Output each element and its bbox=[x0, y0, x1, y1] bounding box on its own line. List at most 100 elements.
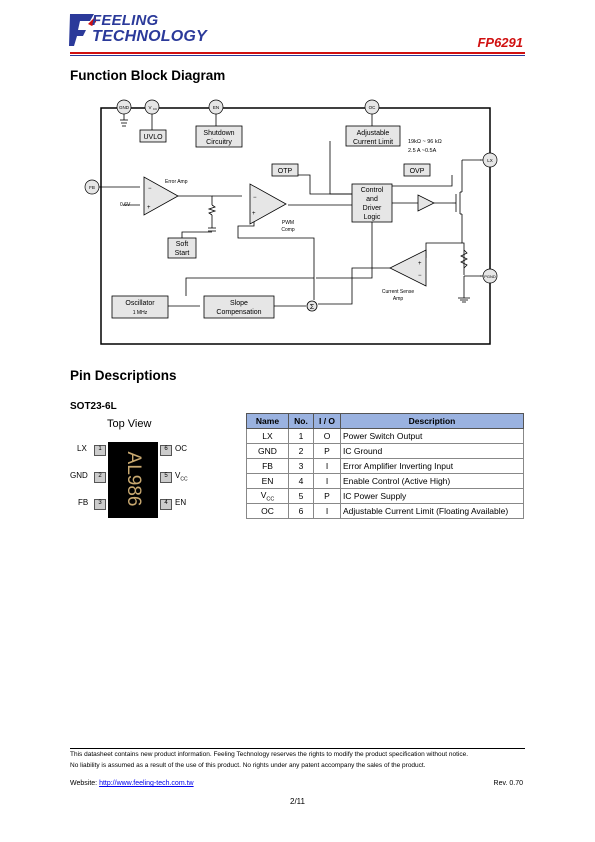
table-header-row: Name No. I / O Description bbox=[246, 413, 524, 429]
uvlo-label: UVLO bbox=[143, 134, 163, 141]
pin-number-6: 6 bbox=[160, 445, 172, 456]
cs-label-1: Current Sense bbox=[382, 289, 414, 295]
vref-label: 0.6V bbox=[120, 202, 131, 208]
oscillator-block bbox=[111, 295, 169, 319]
slope-label-1: Slope bbox=[230, 300, 248, 307]
range-label-2: 2.5 A ~0.5A bbox=[408, 148, 437, 154]
logo-line-1: FEELING bbox=[92, 12, 159, 29]
otp-label: OTP bbox=[278, 168, 293, 175]
pin-label-fb: FB bbox=[78, 498, 89, 507]
cell-name: FB bbox=[246, 458, 289, 474]
table-row: LX 1 O Power Switch Output bbox=[246, 428, 524, 444]
pin-number-4: 4 bbox=[160, 499, 172, 510]
cell-no: 1 bbox=[288, 428, 314, 444]
col-header-name: Name bbox=[246, 413, 289, 429]
error-amp-label: Error Amp bbox=[165, 179, 188, 185]
soft-start-label-1: Soft bbox=[176, 241, 189, 248]
cell-no: 5 bbox=[288, 488, 314, 504]
cell-description: Adjustable Current Limit (Floating Avail… bbox=[340, 503, 524, 519]
top-view-label: Top View bbox=[107, 418, 152, 430]
package-top-view: Top View AL986 LX 1 GND 2 FB 3 6 OC 5 VC… bbox=[68, 418, 198, 522]
slope-label-2: Compensation bbox=[216, 309, 261, 316]
pin-pgnd-label: PGND bbox=[484, 274, 496, 279]
header-rule-red bbox=[70, 52, 525, 54]
cell-name: GND bbox=[246, 443, 289, 459]
error-amp-symbol bbox=[143, 176, 179, 216]
function-block-diagram: GND V CC EN OC FB LX PGND UVLO Shutdown … bbox=[84, 99, 498, 345]
company-logo: FEELING TECHNOLOGY bbox=[68, 12, 228, 50]
cs-plus: + bbox=[418, 261, 422, 267]
ovp-label: OVP bbox=[410, 168, 425, 175]
section-title-block-diagram: Function Block Diagram bbox=[70, 68, 226, 83]
cell-io: I bbox=[313, 458, 341, 474]
cell-name-main: V bbox=[260, 489, 267, 500]
cell-io: O bbox=[313, 428, 341, 444]
pin-vcc-label: V bbox=[148, 105, 151, 110]
left-pin-2: GND 2 bbox=[68, 471, 108, 483]
pin-label-oc: OC bbox=[175, 444, 187, 453]
pin-number-3: 3 bbox=[94, 499, 106, 510]
footer-website: Website: http://www.feeling-tech.com.tw bbox=[70, 780, 194, 787]
pin-fb-label: FB bbox=[89, 185, 95, 190]
cell-name: OC bbox=[246, 503, 289, 519]
pin-label-vcc-sub: CC bbox=[180, 476, 188, 483]
soft-start-label-2: Start bbox=[175, 250, 190, 257]
cell-name-sub: CC bbox=[266, 496, 275, 503]
soft-start-block bbox=[167, 237, 197, 259]
package-body: AL986 bbox=[108, 442, 158, 518]
right-pin-6: 6 OC bbox=[158, 444, 198, 456]
cell-no: 4 bbox=[288, 473, 314, 489]
shutdown-label-1: Shutdown bbox=[203, 130, 234, 137]
cell-io: P bbox=[313, 488, 341, 504]
table-row: FB 3 I Error Amplifier Inverting Input bbox=[246, 458, 524, 474]
sense-resistor-symbol bbox=[460, 249, 468, 269]
pin-markers: GND V CC EN OC FB LX PGND bbox=[84, 99, 498, 284]
cell-no: 2 bbox=[288, 443, 314, 459]
pin-oc-label: OC bbox=[369, 105, 377, 110]
current-limit-label-1: Adjustable bbox=[357, 130, 390, 137]
cell-description: Enable Control (Active High) bbox=[340, 473, 524, 489]
shutdown-block bbox=[195, 125, 243, 148]
footer-notice-2: No liability is assumed as a result of t… bbox=[70, 762, 426, 769]
summing-node-symbol bbox=[306, 300, 318, 312]
left-pin-3: FB 3 bbox=[68, 498, 108, 510]
pwm-label-1: PWM bbox=[282, 220, 294, 226]
current-sense-amp-symbol bbox=[389, 249, 427, 287]
pin-gnd-marker bbox=[116, 99, 132, 115]
cell-description: Error Amplifier Inverting Input bbox=[340, 458, 524, 474]
divider-resistor-symbol bbox=[207, 204, 217, 216]
ovp-block bbox=[403, 163, 431, 177]
pin-en-marker bbox=[208, 99, 224, 115]
left-pin-1: LX 1 bbox=[68, 444, 108, 456]
control-label-1: Control bbox=[361, 187, 384, 194]
cell-name: EN bbox=[246, 473, 289, 489]
cell-description: IC Power Supply bbox=[340, 488, 524, 504]
logo-mark-icon bbox=[69, 14, 96, 46]
footer-notice-1: This datasheet contains new product info… bbox=[70, 751, 469, 758]
pin-number-2: 2 bbox=[94, 472, 106, 483]
range-label-1: 19kΩ ~ 96 kΩ bbox=[408, 139, 442, 145]
pin-label-vcc-main: V bbox=[175, 471, 181, 480]
table-row: OC 6 I Adjustable Current Limit (Floatin… bbox=[246, 503, 524, 519]
current-limit-label-2: Current Limit bbox=[353, 139, 393, 146]
error-amp-minus: − bbox=[148, 186, 152, 192]
oscillator-label-2: 1 MHz bbox=[133, 310, 148, 316]
pin-en-label: EN bbox=[213, 105, 219, 110]
right-pin-4: 4 EN bbox=[158, 498, 198, 510]
control-label-4: Logic bbox=[364, 214, 381, 221]
cell-description: IC Ground bbox=[340, 443, 524, 459]
part-number: FP6291 bbox=[477, 35, 523, 50]
shutdown-label-2: Circuitry bbox=[206, 139, 232, 146]
cell-io: I bbox=[313, 503, 341, 519]
cell-io: P bbox=[313, 443, 341, 459]
pin-label-vcc: VCC bbox=[175, 471, 188, 483]
cell-io: I bbox=[313, 473, 341, 489]
website-link[interactable]: http://www.feeling-tech.com.tw bbox=[99, 780, 194, 787]
cell-no: 6 bbox=[288, 503, 314, 519]
cell-description: Power Switch Output bbox=[340, 428, 524, 444]
cell-name: LX bbox=[246, 428, 289, 444]
cell-no: 3 bbox=[288, 458, 314, 474]
cs-minus: − bbox=[418, 273, 422, 279]
table-row: GND 2 P IC Ground bbox=[246, 443, 524, 459]
pin-number-1: 1 bbox=[94, 445, 106, 456]
